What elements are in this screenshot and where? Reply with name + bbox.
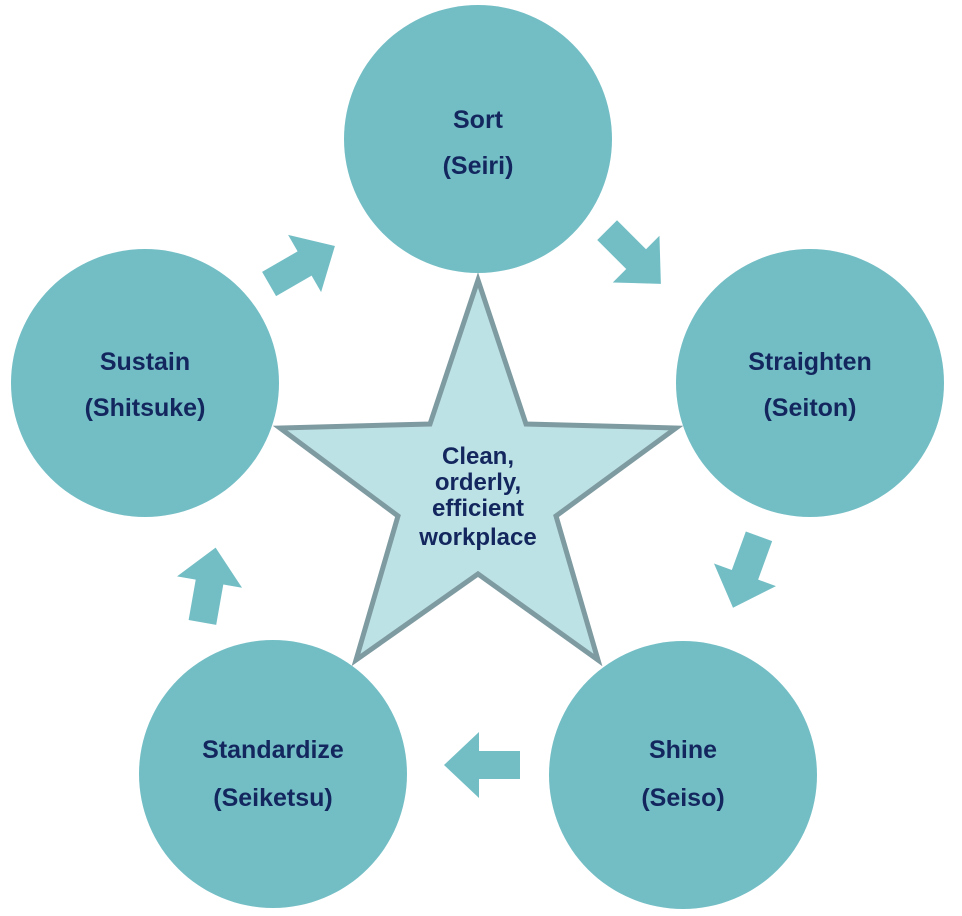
arrow-shape [713,531,776,608]
arrow-shape [444,732,520,798]
standardize-japanese-label: (Seiketsu) [213,784,332,812]
center-star [272,272,684,667]
arrow-sustain-to-sort [262,234,335,297]
shine-label: Shine [649,736,717,764]
shine-japanese-label: (Seiso) [641,784,724,812]
arrow-shape [262,234,335,297]
sustain-label: Sustain [100,348,190,376]
straighten-label: Straighten [748,348,872,376]
straighten-japanese-label: (Seiton) [763,394,856,422]
arrow-shape [597,220,661,284]
sustain-japanese-label: (Shitsuke) [85,394,206,422]
circle-sustain [11,249,279,517]
sort-label: Sort [453,106,504,134]
arrow-shape [177,547,243,625]
center-text-line-4: workplace [418,524,536,551]
center-text-line-1: Clean, [442,443,514,470]
center-text-line-3: efficient [432,495,524,522]
circle-standardize [139,640,407,908]
circle-sort [344,5,612,273]
circle-straighten [676,249,944,517]
arrow-sort-to-straighten [597,220,661,284]
sort-japanese-label: (Seiri) [443,152,514,180]
arrow-straighten-to-shine [713,531,776,608]
standardize-label: Standardize [202,736,344,764]
circle-shine [549,641,817,909]
arrow-shine-to-standardize [444,732,520,798]
center-text-line-2: orderly, [435,469,521,496]
arrow-standardize-to-sustain [177,547,243,625]
